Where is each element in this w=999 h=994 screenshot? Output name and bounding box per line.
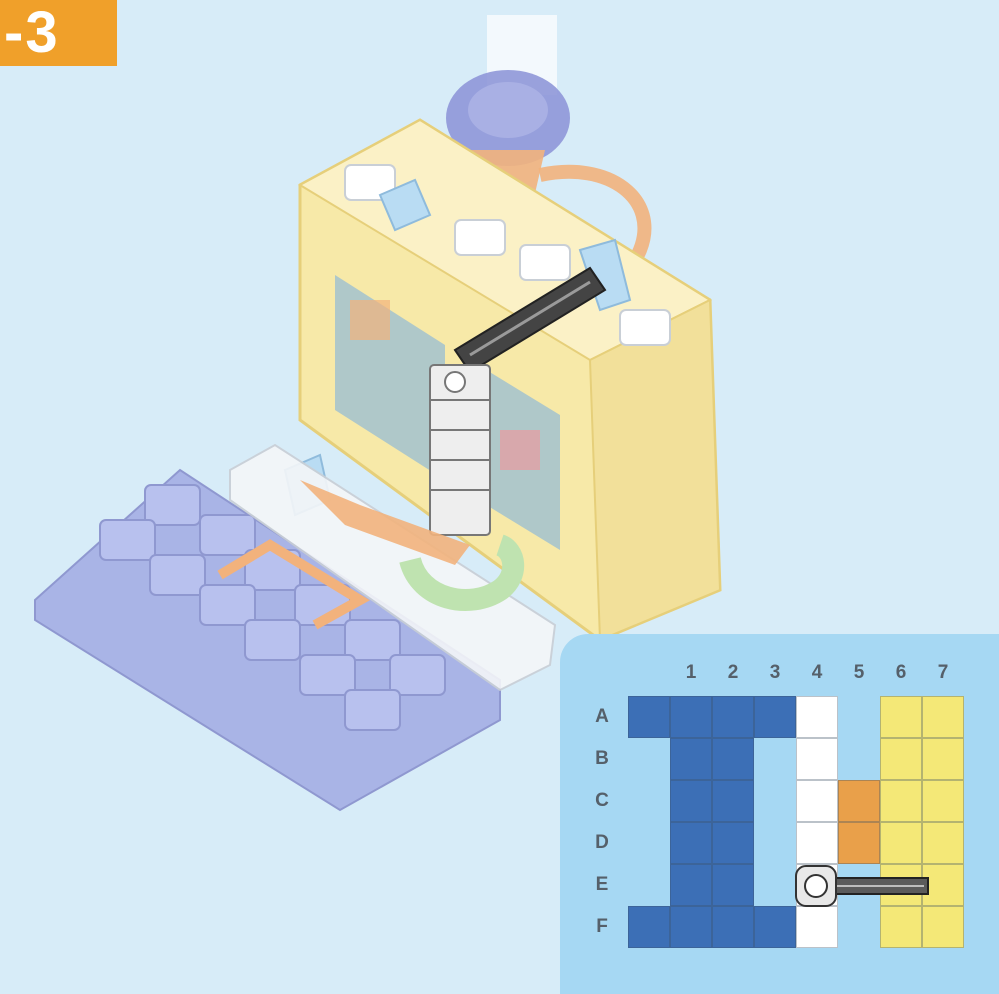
grid-column-label: 7 [922,662,964,684]
placed-rail-part [792,864,932,908]
grid-column-label: 2 [712,662,754,684]
grid-cell-blue [754,906,796,948]
grid-cell-blue [712,822,754,864]
grid-cell-blue [670,780,712,822]
grid-cell-blue [670,864,712,906]
grid-cell-white [796,780,838,822]
grid-cell-yellow [880,696,922,738]
grid-cell-yellow [880,780,922,822]
grid-cell-blue [628,696,670,738]
grid-cell-yellow [922,738,964,780]
grid-cell-yellow [880,906,922,948]
grid-row-label: E [588,864,616,906]
grid-cell-blue [712,696,754,738]
white-pillar [430,365,490,535]
placement-grid-panel: 1 2 3 4 5 6 7 A B C D E F [560,634,999,994]
grid-cell-blue [670,738,712,780]
grid-row-label: D [588,822,616,864]
grid-cell-blue [754,696,796,738]
grid-row-label: F [588,906,616,948]
grid-cell-blue [670,822,712,864]
grid-cell-yellow [922,780,964,822]
grid-cell-white [796,906,838,948]
grid-cell-blue [712,738,754,780]
grid-cell-yellow [880,822,922,864]
grid-cell-white [796,822,838,864]
grid-cell-orange [838,822,880,864]
grid-cell-white [796,738,838,780]
grid-cell-yellow [922,906,964,948]
grid-column-label: 5 [838,662,880,684]
grid-cell-blue [712,906,754,948]
grid-row-label: A [588,696,616,738]
grid-cell-blue [670,906,712,948]
grid-cell-blue [712,864,754,906]
grid-column-label: 4 [796,662,838,684]
grid-cell-blue [670,696,712,738]
grid-column-label: 6 [880,662,922,684]
grid-column-label: 1 [670,662,712,684]
placement-grid [628,696,970,954]
grid-cell-blue [628,906,670,948]
grid-cell-yellow [922,696,964,738]
grid-cell-white [796,696,838,738]
grid-cell-orange [838,780,880,822]
grid-row-label: B [588,738,616,780]
grid-cell-yellow [922,822,964,864]
grid-cell-blue [712,780,754,822]
grid-row-label: C [588,780,616,822]
grid-column-label: 3 [754,662,796,684]
grid-cell-yellow [880,738,922,780]
